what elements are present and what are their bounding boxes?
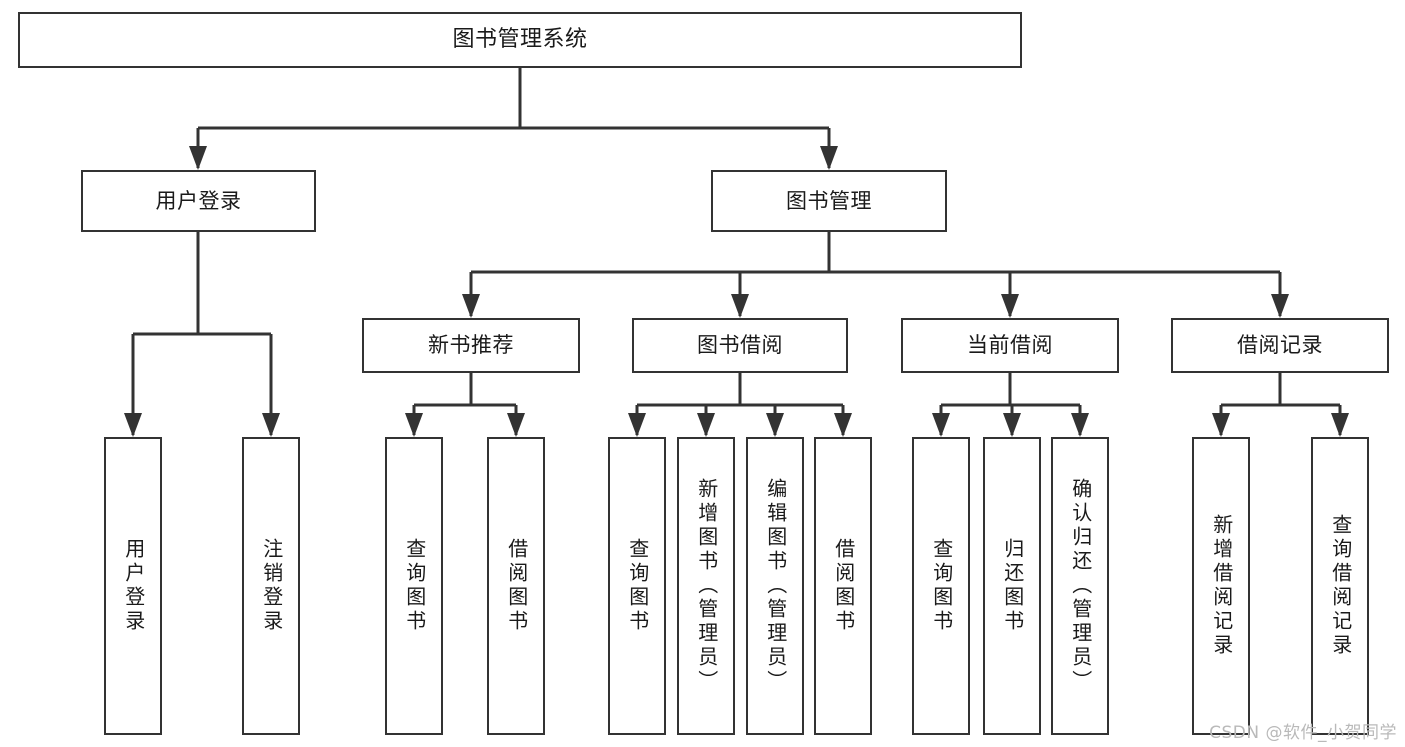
node-label: 编辑图书（管理员） — [763, 478, 788, 694]
node-label: 图书管理系统 — [452, 27, 588, 53]
node-box-n19[interactable]: 查询借阅记录 — [1311, 437, 1369, 735]
arrowhead-icon — [462, 294, 480, 318]
node-box-n5[interactable]: 当前借阅 — [901, 318, 1119, 373]
node-box-n2[interactable]: 图书管理 — [711, 170, 947, 232]
arrowhead-icon — [1331, 413, 1349, 437]
arrowhead-icon — [834, 413, 852, 437]
node-label: 确认归还（管理员） — [1068, 478, 1093, 694]
node-box-n18[interactable]: 新增借阅记录 — [1192, 437, 1250, 735]
node-box-n10[interactable]: 借阅图书 — [487, 437, 545, 735]
node-label: 新增图书（管理员） — [694, 478, 719, 694]
node-label: 借阅记录 — [1237, 333, 1323, 358]
arrowhead-icon — [124, 413, 142, 437]
node-label: 图书借阅 — [697, 333, 783, 358]
arrowhead-icon — [697, 413, 715, 437]
node-label: 查询图书 — [929, 538, 954, 634]
node-label: 用户登录 — [155, 188, 242, 213]
node-box-n4[interactable]: 图书借阅 — [632, 318, 848, 373]
arrowhead-icon — [1071, 413, 1089, 437]
arrowhead-icon — [1003, 413, 1021, 437]
node-label: 新增借阅记录 — [1209, 514, 1234, 658]
node-label: 用户登录 — [121, 538, 146, 634]
arrowhead-icon — [766, 413, 784, 437]
node-box-n13[interactable]: 编辑图书（管理员） — [746, 437, 804, 735]
arrowhead-icon — [262, 413, 280, 437]
watermark: CSDN @软件_小贺同学 — [1209, 723, 1397, 743]
arrowhead-icon — [932, 413, 950, 437]
node-box-n12[interactable]: 新增图书（管理员） — [677, 437, 735, 735]
node-box-n14[interactable]: 借阅图书 — [814, 437, 872, 735]
node-label: 新书推荐 — [428, 333, 514, 358]
node-label: 查询图书 — [402, 538, 427, 634]
arrowhead-icon — [1271, 294, 1289, 318]
node-box-n17[interactable]: 确认归还（管理员） — [1051, 437, 1109, 735]
arrowhead-icon — [820, 146, 838, 170]
node-box-n0[interactable]: 图书管理系统 — [18, 12, 1022, 68]
node-box-n9[interactable]: 查询图书 — [385, 437, 443, 735]
arrowhead-icon — [731, 294, 749, 318]
node-box-n3[interactable]: 新书推荐 — [362, 318, 580, 373]
node-label: 查询图书 — [625, 538, 650, 634]
arrowhead-icon — [507, 413, 525, 437]
node-label: 借阅图书 — [504, 538, 529, 634]
node-label: 查询借阅记录 — [1328, 514, 1353, 658]
arrowhead-icon — [405, 413, 423, 437]
node-box-n7[interactable]: 用户登录 — [104, 437, 162, 735]
node-box-n6[interactable]: 借阅记录 — [1171, 318, 1389, 373]
node-box-n16[interactable]: 归还图书 — [983, 437, 1041, 735]
node-label: 注销登录 — [259, 538, 284, 634]
arrowhead-icon — [1001, 294, 1019, 318]
node-label: 归还图书 — [1000, 538, 1025, 634]
node-label: 图书管理 — [786, 188, 872, 213]
arrowhead-icon — [189, 146, 207, 170]
node-box-n8[interactable]: 注销登录 — [242, 437, 300, 735]
node-box-n1[interactable]: 用户登录 — [81, 170, 316, 232]
node-label: 当前借阅 — [967, 333, 1053, 358]
arrowhead-icon — [628, 413, 646, 437]
node-label: 借阅图书 — [831, 538, 856, 634]
node-box-n15[interactable]: 查询图书 — [912, 437, 970, 735]
arrowhead-icon — [1212, 413, 1230, 437]
node-box-n11[interactable]: 查询图书 — [608, 437, 666, 735]
